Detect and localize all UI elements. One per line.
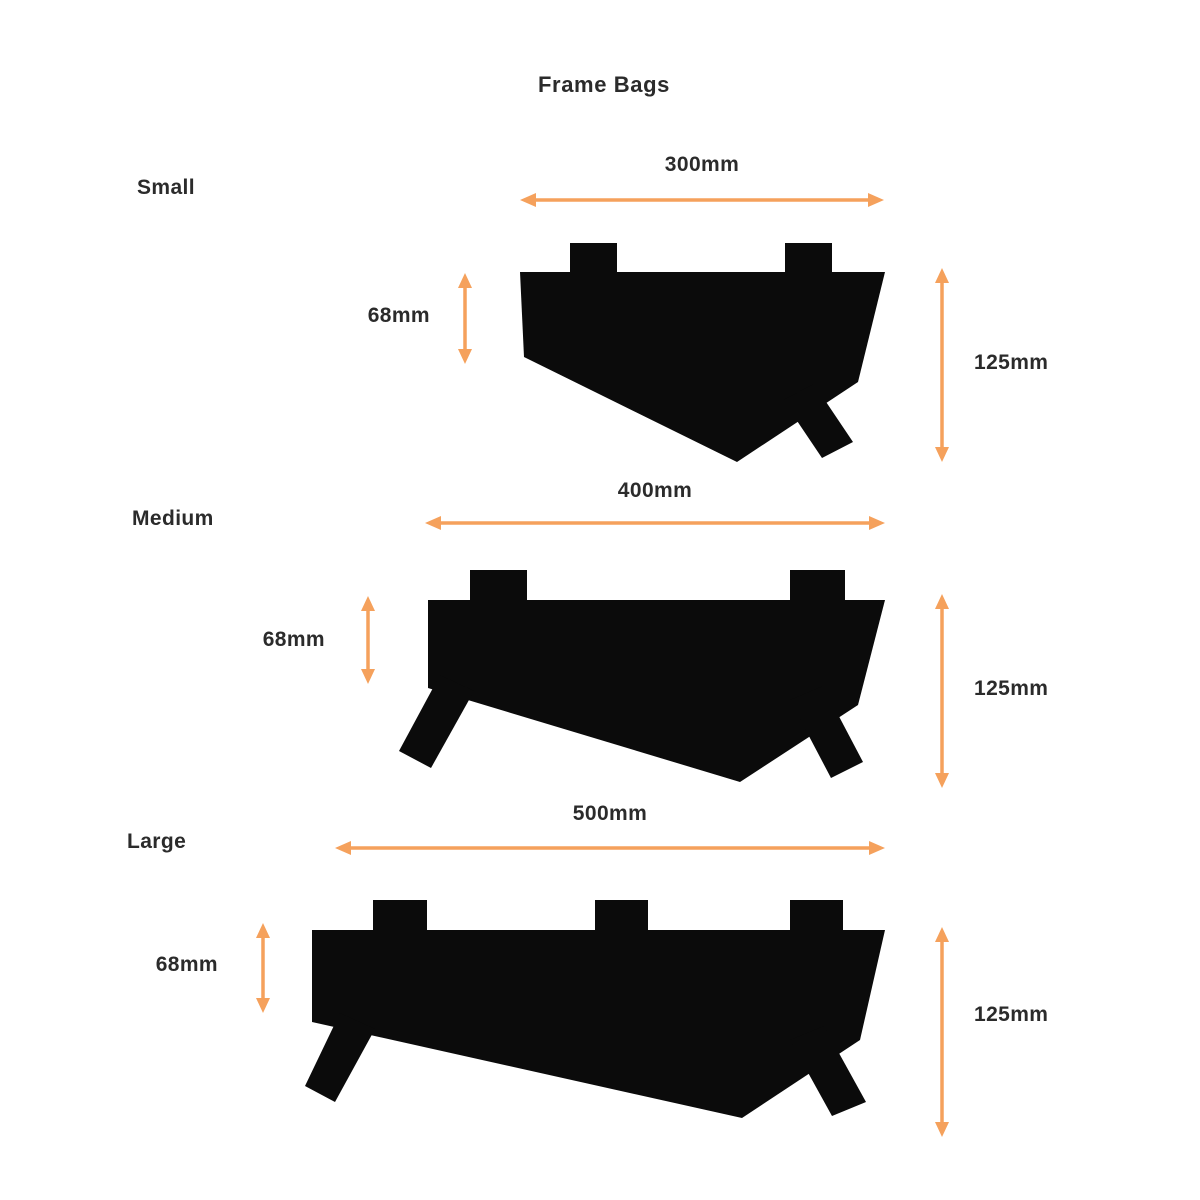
height-68-label-medium: 68mm [262,628,325,651]
frame-bag-silhouette-small [520,243,885,462]
height-125-label-small: 125mm [974,351,1049,374]
size-label-large: Large [127,830,187,853]
width-arrow-small [520,193,884,207]
top-tab [790,900,843,930]
width-dimension-label-small: 300mm [664,153,740,176]
height-125-arrow-small [935,268,949,462]
frame-bag-silhouette-large [305,900,885,1118]
bottom-strap [790,686,863,778]
height-68-arrow-small [458,273,472,364]
size-label-medium: Medium [132,507,214,530]
width-arrow-large [335,841,885,855]
width-dimension-label-large: 500mm [572,802,648,825]
bottom-strap [783,384,853,458]
bottom-strap [305,1013,375,1102]
height-125-arrow-medium [935,594,949,788]
height-68-arrow-medium [361,596,375,684]
bag-body [312,930,885,1118]
height-125-label-medium: 125mm [974,677,1049,700]
height-68-label-small: 68mm [367,304,430,327]
top-tab [570,243,617,272]
frame-bag-silhouette-medium [399,570,885,782]
top-tab [595,900,648,930]
size-label-small: Small [137,176,196,199]
height-68-arrow-large [256,923,270,1013]
bottom-strap [399,675,474,768]
bottom-strap [790,1026,866,1116]
diagram-title: Frame Bags [538,72,670,97]
height-125-label-large: 125mm [974,1003,1049,1026]
bag-body [428,600,885,782]
width-dimension-label-medium: 400mm [617,479,693,502]
width-arrow-medium [425,516,885,530]
height-68-label-large: 68mm [155,953,218,976]
top-tab [785,243,832,272]
height-125-arrow-large [935,927,949,1137]
top-tab [470,570,527,600]
top-tab [373,900,427,930]
top-tab [790,570,845,600]
